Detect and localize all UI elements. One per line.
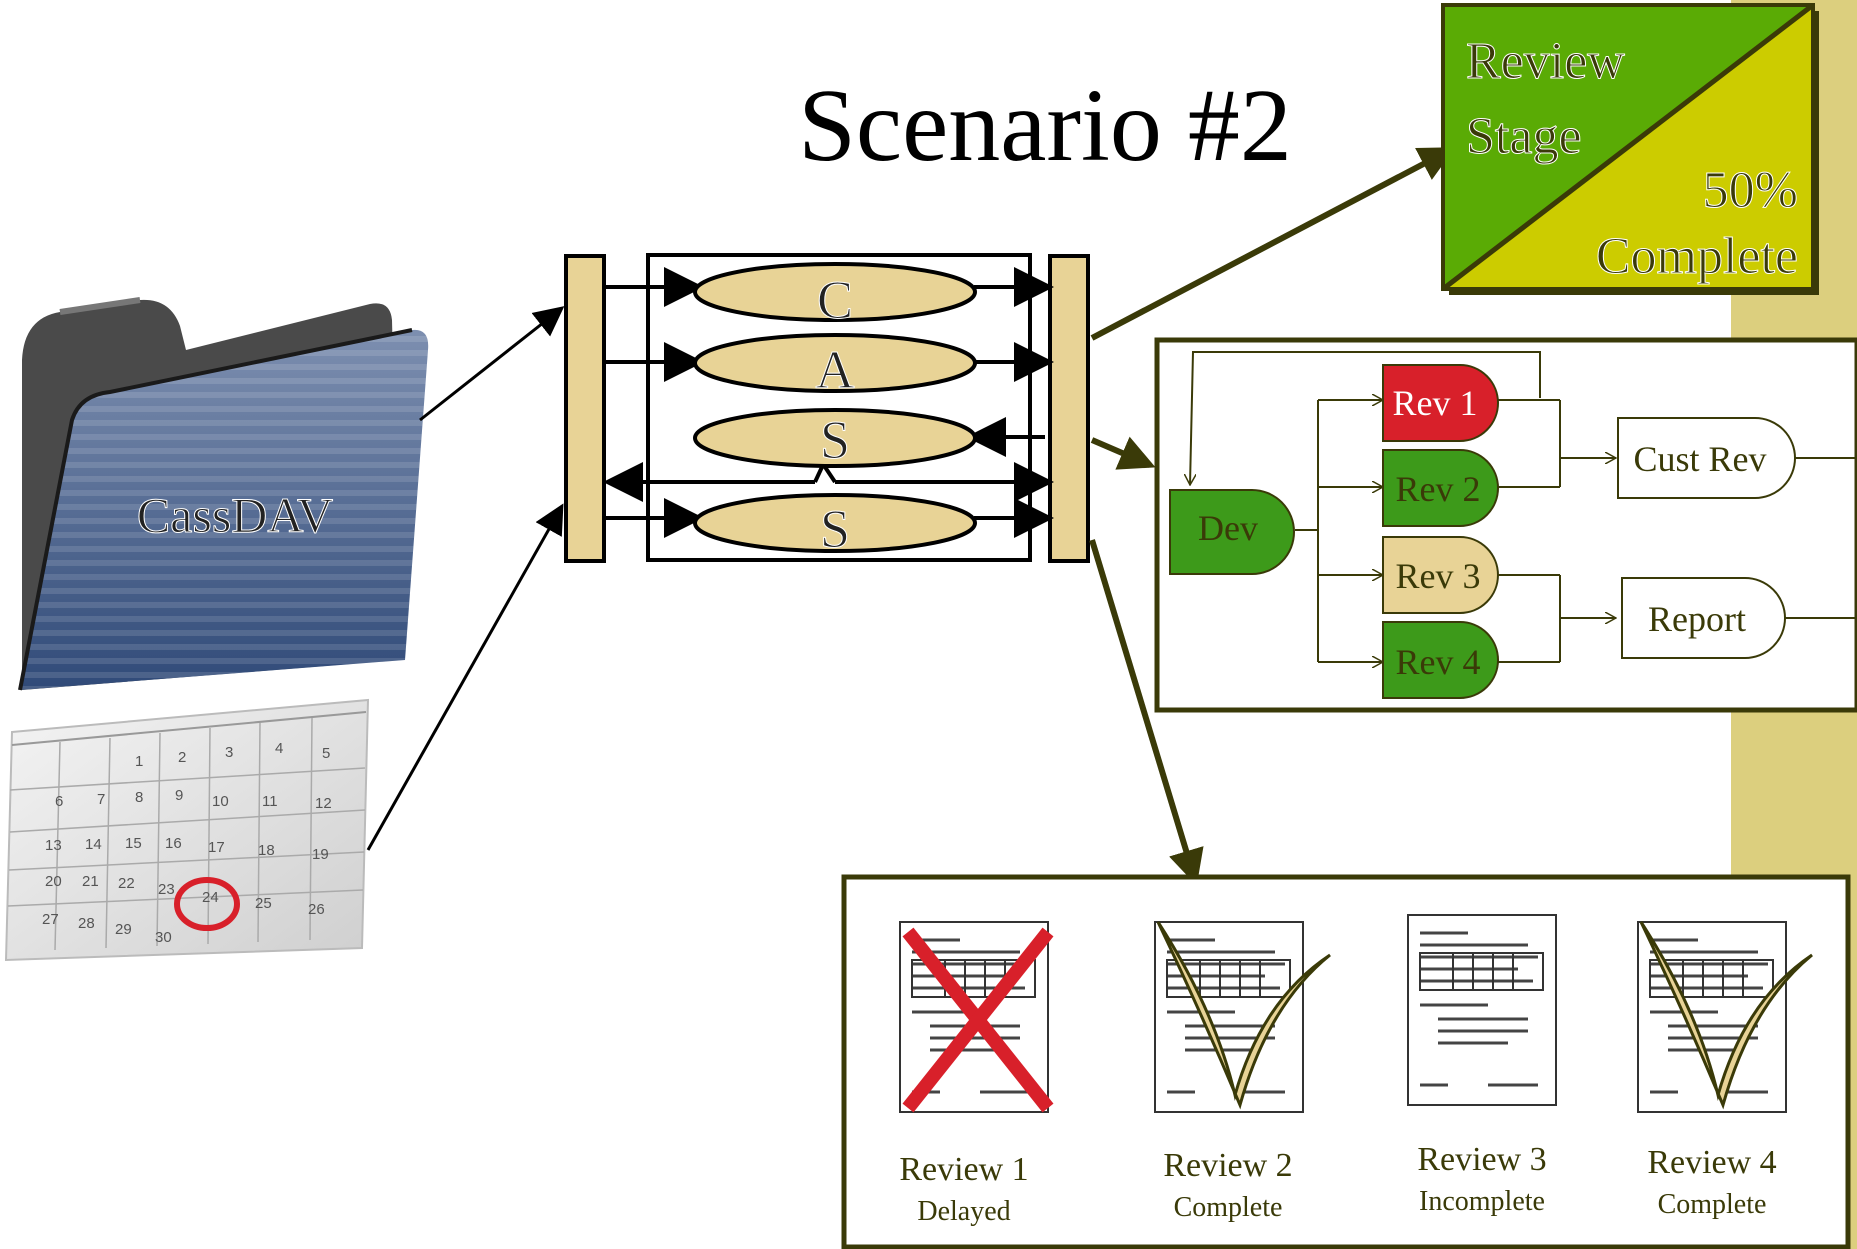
node-dev	[1169, 489, 1295, 575]
cal-day: 15	[125, 835, 142, 852]
label-cust-rev: Cust Rev	[1633, 439, 1766, 479]
workflow-box	[1154, 337, 1857, 713]
cal-day: 10	[212, 793, 229, 810]
label-rev2: Rev 2	[1396, 469, 1481, 509]
cass-node-s1	[693, 408, 977, 468]
review-name: Review 1	[899, 1151, 1028, 1188]
review-status: Complete	[1174, 1192, 1283, 1223]
node-rev1	[1382, 364, 1499, 442]
cal-day: 1	[135, 753, 143, 770]
cal-day: 9	[175, 787, 183, 804]
status-line1: Review	[1466, 33, 1625, 90]
review-name: Review 3	[1417, 1141, 1546, 1178]
cass-letter: C	[817, 270, 853, 330]
cal-day: 20	[45, 873, 62, 890]
x-mark-icon	[902, 927, 1054, 1113]
review-status: Incomplete	[1419, 1186, 1545, 1217]
cal-day: 24	[202, 889, 219, 906]
cal-day: 8	[135, 789, 143, 806]
cal-day: 13	[45, 837, 62, 854]
right-bar	[1048, 254, 1090, 563]
cass-letter: S	[820, 499, 850, 559]
status-arrow	[1090, 147, 1456, 341]
status-percent: 50%	[1703, 162, 1798, 219]
folder-label: CassDAV	[137, 487, 333, 543]
label-dev: Dev	[1198, 508, 1258, 548]
cal-day: 3	[225, 744, 233, 761]
cass-node-s2	[693, 493, 977, 553]
node-report	[1621, 577, 1786, 659]
cass-node-a	[693, 333, 977, 393]
date-circle	[174, 877, 240, 931]
cal-day: 28	[78, 915, 95, 932]
cal-day: 14	[85, 836, 102, 853]
cal-day: 5	[322, 745, 330, 762]
label-rev4: Rev 4	[1396, 642, 1481, 682]
check-mark-icon	[1639, 921, 1813, 1110]
cass-letter: S	[820, 410, 850, 470]
node-rev2	[1382, 449, 1499, 527]
status-line2: Stage	[1466, 108, 1582, 165]
page-title: Scenario #2	[798, 68, 1292, 183]
cass-block: C A S S	[564, 253, 1090, 563]
cal-day: 12	[315, 795, 332, 812]
node-cust-rev	[1617, 417, 1796, 499]
node-rev3	[1382, 536, 1499, 614]
cal-day: 23	[158, 881, 175, 898]
status-complete: Complete	[1596, 228, 1798, 285]
cal-day: 11	[262, 793, 278, 810]
cal-day: 25	[255, 895, 272, 912]
cal-day: 4	[275, 740, 283, 757]
cal-day: 29	[115, 921, 132, 938]
folder-icon	[18, 297, 429, 691]
folder-arrow	[419, 306, 565, 422]
calendar-icon	[4, 698, 370, 962]
cal-day: 21	[82, 873, 99, 890]
cal-day: 16	[165, 835, 182, 852]
check-mark-icon	[1156, 921, 1331, 1110]
cal-day: 18	[258, 842, 275, 859]
cal-day: 27	[42, 911, 59, 928]
cal-day: 30	[155, 929, 172, 946]
cal-day: 19	[312, 846, 329, 863]
document-icon	[1407, 914, 1557, 1106]
cal-day: 17	[208, 839, 225, 856]
reviews-arrow	[1089, 539, 1204, 886]
review-status: Delayed	[917, 1196, 1010, 1227]
cal-day: 7	[97, 791, 105, 808]
calendar-arrow	[366, 503, 564, 851]
cal-day: 22	[118, 875, 135, 892]
label-rev3: Rev 3	[1396, 556, 1481, 596]
cal-day: 26	[308, 901, 325, 918]
cal-day: 2	[178, 749, 186, 766]
cass-frame	[646, 253, 1032, 562]
label-report: Report	[1648, 599, 1746, 639]
status-box	[1441, 3, 1819, 295]
cal-day: 6	[55, 793, 63, 810]
review-status: Complete	[1658, 1189, 1767, 1220]
review-documents	[899, 914, 1813, 1113]
review-name: Review 2	[1163, 1147, 1292, 1184]
calendar-days: 1 2 3 4 5 6 7 8 9 10 11 12 13 14 15 16 1…	[42, 740, 332, 946]
cass-letter: A	[816, 340, 855, 400]
left-bar	[564, 254, 606, 563]
workflow-arrow	[1090, 436, 1156, 470]
cass-node-c	[693, 262, 977, 322]
label-rev1: Rev 1	[1393, 383, 1478, 423]
review-name: Review 4	[1647, 1144, 1776, 1181]
node-rev4	[1382, 621, 1499, 699]
